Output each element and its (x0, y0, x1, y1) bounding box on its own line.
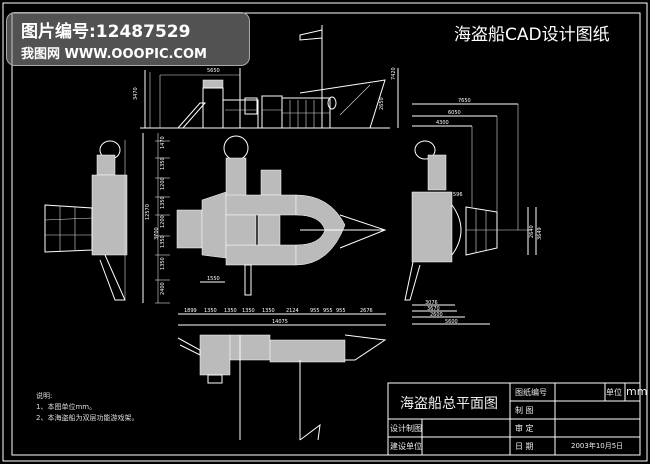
dim-label: 955 (310, 308, 320, 314)
notes: 说明: 1、本图单位mm。 2、本海盗船为双层功能游戏架。 (36, 391, 138, 424)
watermark-id: 图片编号:12487529 (21, 22, 191, 42)
note-item: 2、本海盗船为双层功能游戏架。 (36, 414, 139, 422)
title-block (387, 382, 641, 456)
dim-label: 2400 (160, 282, 166, 295)
dim-label: 1350 (242, 308, 255, 314)
dim-label: 2676 (360, 308, 373, 314)
dim-label: 1350 (204, 308, 217, 314)
dim-label: 2650 (379, 97, 385, 110)
watermark-site: 我图网 WWW.OOOPIC.COM (21, 47, 207, 62)
dim-label: 1350 (160, 157, 166, 170)
top-elevation-view: 3470 7420 2650 5650 (133, 25, 399, 129)
watermark-badge: 图片编号:12487529 我图网 WWW.OOOPIC.COM (6, 12, 250, 66)
dim-label: 3700 (154, 227, 160, 240)
client-label: 建设单位 (390, 442, 422, 451)
dim-label: 1350 (160, 257, 166, 270)
dim-label: 1470 (160, 136, 166, 149)
approved-label: 审 定 (515, 424, 534, 433)
drafted-label: 制 图 (515, 406, 534, 415)
dim-label: 596 (453, 192, 463, 198)
dim-label: 955 (336, 308, 346, 314)
dim-label: 2124 (286, 308, 299, 314)
right-side-view: 7650 6050 4300 596 3076 3670 2600 5600 2… (404, 98, 543, 325)
dim-label: 2600 (430, 312, 443, 318)
dim-label: 955 (323, 308, 333, 314)
unit-label: 单位 (606, 388, 622, 397)
dim-label: 4300 (436, 120, 449, 126)
dim-label: 5650 (207, 68, 220, 74)
drawing-name: 海盗船总平面图 (400, 396, 498, 412)
design-label: 设计制图 (390, 424, 422, 433)
notes-heading: 说明: (36, 392, 53, 400)
dim-label: 3470 (133, 87, 139, 100)
dim-label: 12570 (145, 204, 151, 220)
note-item: 1、本图单位mm。 (36, 403, 97, 411)
date-value: 2003年10月5日 (571, 442, 624, 450)
plan-view: 1550 12570 3700 1470 1350 1200 1350 1200… (142, 133, 387, 326)
date-label: 日 期 (515, 442, 534, 451)
dim-label: 3649 (537, 227, 543, 240)
dim-label: 3076 (425, 300, 438, 306)
dim-label: 3670 (427, 306, 440, 312)
dim-label: 7650 (458, 98, 471, 104)
drawing-title: 海盗船CAD设计图纸 (454, 25, 610, 45)
dim-label: 1200 (160, 177, 166, 190)
dim-label: 1550 (207, 276, 220, 282)
dim-label: 7420 (391, 67, 397, 80)
bottom-elevation-view (177, 334, 387, 441)
drawing-no-label: 图纸编号 (515, 388, 547, 397)
unit-value: mm (626, 385, 648, 398)
dim-label: 1899 (184, 308, 197, 314)
left-side-view (44, 140, 128, 301)
inner-border (11, 12, 641, 456)
dim-label: 1200 (160, 215, 166, 228)
dim-label: 14075 (272, 319, 288, 325)
dim-label: 1350 (160, 196, 166, 209)
dim-label: 1350 (262, 308, 275, 314)
dim-label: 1350 (224, 308, 237, 314)
dim-label: 6050 (448, 110, 461, 116)
dim-label: 1350 (160, 235, 166, 248)
dim-label: 2640 (529, 225, 535, 238)
dim-label: 5600 (445, 319, 458, 325)
